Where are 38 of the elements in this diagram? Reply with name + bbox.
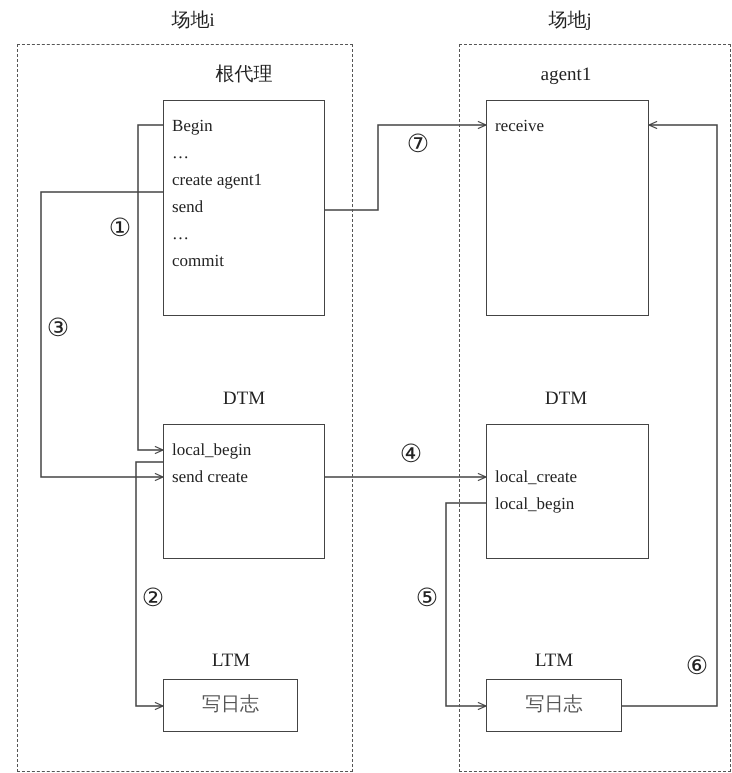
step-text: create agent1	[172, 169, 262, 191]
arrow	[40, 191, 164, 482]
step-text: local_create	[495, 466, 578, 488]
box-heading: agent1	[540, 63, 592, 87]
box-heading: 场地i	[171, 9, 215, 33]
arrow	[135, 461, 164, 710]
site-region	[459, 8, 731, 772]
step-text: local_begin	[172, 439, 252, 461]
process-box	[163, 62, 325, 316]
edge-label: ①	[108, 214, 132, 242]
box-heading: 场地j	[548, 9, 592, 33]
box-heading: LTM	[534, 649, 574, 673]
step-text: send create	[172, 466, 248, 488]
step-text: commit	[172, 250, 224, 272]
step-text: local_begin	[495, 493, 574, 515]
step-text: send	[172, 196, 204, 218]
edge-label: ③	[46, 314, 70, 342]
step-text: 写日志	[202, 693, 259, 717]
arrow	[325, 120, 487, 211]
step-text: Begin	[172, 115, 213, 137]
step-text: …	[172, 223, 189, 245]
step-text: …	[172, 142, 189, 164]
edge-label: ④	[400, 440, 422, 468]
step-text: receive	[495, 115, 544, 137]
box-heading: 根代理	[216, 63, 272, 87]
step-text: 写日志	[526, 693, 582, 717]
box-heading: DTM	[222, 387, 266, 411]
edge-label: ⑥	[686, 652, 708, 680]
box-heading: DTM	[544, 387, 588, 411]
site-region	[17, 8, 353, 772]
edge-label: ⑦	[406, 130, 430, 158]
edge-label: ⑤	[416, 584, 438, 612]
arrow	[622, 120, 718, 707]
arrow	[137, 124, 164, 454]
arrow	[325, 472, 487, 482]
box-heading: LTM	[212, 649, 250, 673]
edge-label: ②	[142, 584, 164, 612]
arrow	[445, 502, 487, 710]
